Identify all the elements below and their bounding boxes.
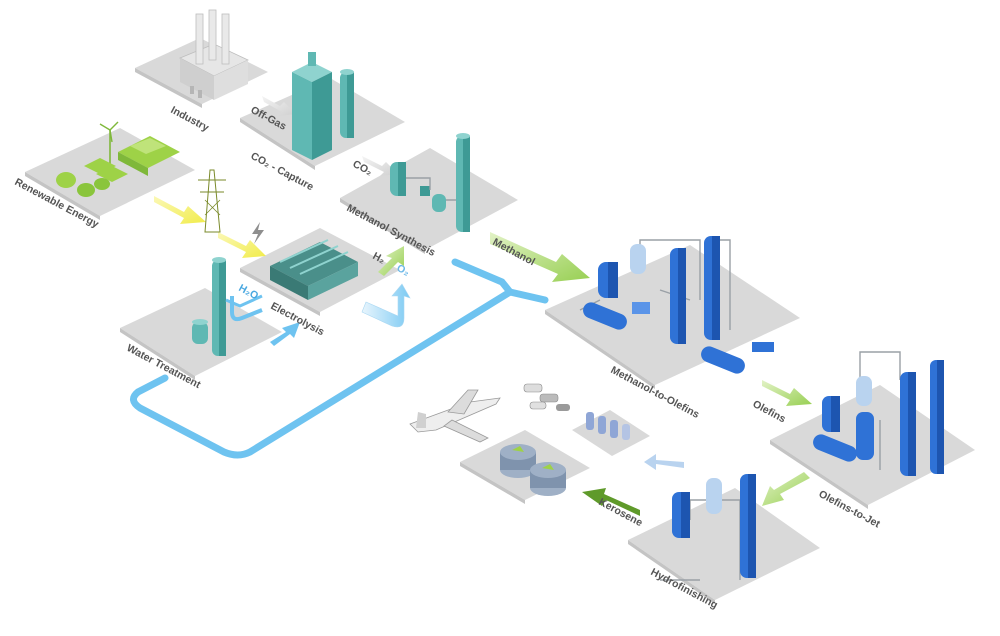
storage-tank-icon [500, 444, 536, 478]
water-branch-mto [506, 288, 549, 304]
solar-panels-icon [84, 158, 128, 182]
label-olefins: Olefins [751, 398, 788, 425]
water-pipe [130, 258, 514, 459]
label-industry: Industry [169, 104, 211, 134]
olefins-to-jet-unit [813, 351, 944, 476]
arrow-electricity-1 [154, 196, 206, 224]
hydro-dam-icon [118, 136, 180, 176]
horizontal-vessel [583, 302, 627, 330]
methanol-synthesis-unit [390, 133, 470, 232]
water-treatment-unit [192, 257, 263, 356]
arrow-kerosene-ghost [644, 454, 684, 470]
lightning-bolt-icon [252, 222, 264, 244]
electrolyzer-stack [270, 239, 358, 300]
arrow-kerosene [582, 488, 640, 516]
arrow-olefins [762, 380, 812, 406]
co2-capture-unit [292, 52, 354, 160]
airplane-icon [409, 389, 501, 443]
platform-hydrofinishing [628, 488, 820, 604]
arrow-to-hydrofinishing [762, 472, 810, 506]
arrow-electrolysis-in [270, 322, 300, 346]
arrow-off-gas [262, 96, 296, 116]
storage-tank-icon [530, 462, 566, 496]
arrow-electricity-2 [218, 232, 266, 258]
fuel-plant-icon [586, 412, 630, 440]
wind-turbine-icon [99, 121, 119, 170]
vehicles-icon [523, 383, 570, 411]
biogas-domes-icon [56, 172, 110, 197]
factory-icon [179, 9, 249, 100]
arrow-o2 [361, 283, 411, 328]
label-h2: H₂ [371, 250, 388, 267]
arrow-methanol [490, 232, 590, 282]
arrow-h2 [378, 246, 404, 276]
horizontal-vessel [701, 346, 745, 374]
mto-unit [579, 236, 774, 374]
arrow-co2 [362, 156, 398, 176]
arrow-h2o [230, 296, 263, 322]
transmission-tower-icon [198, 169, 226, 233]
hydrofinishing-unit [660, 474, 756, 581]
label-o2: O₂ [395, 262, 412, 279]
